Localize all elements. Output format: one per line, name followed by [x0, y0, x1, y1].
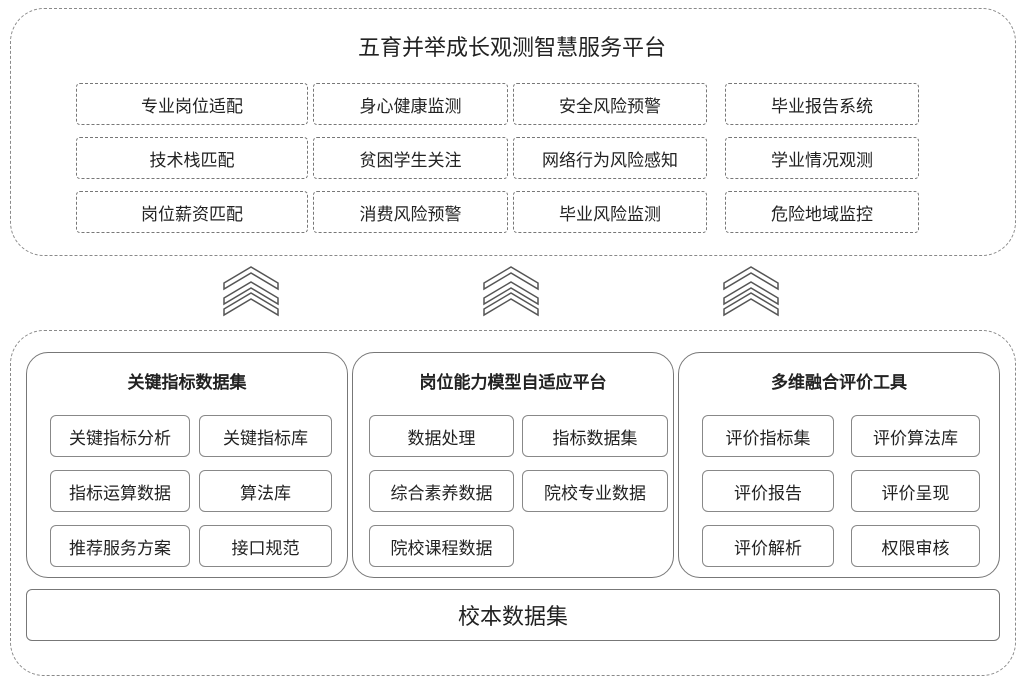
item-box: 评价呈现 [851, 470, 980, 512]
service-box: 专业岗位适配 [76, 83, 308, 125]
panel-title: 多维融合评价工具 [771, 373, 907, 393]
item-box: 院校专业数据 [522, 470, 668, 512]
up-chevron-icon [723, 266, 779, 317]
service-box: 岗位薪资匹配 [76, 191, 308, 233]
service-box: 毕业风险监测 [513, 191, 707, 233]
item-box: 关键指标库 [199, 415, 332, 457]
item-box: 权限审核 [851, 525, 980, 567]
base-dataset: 校本数据集 [26, 589, 1000, 641]
service-box: 消费风险预警 [313, 191, 508, 233]
item-box: 评价指标集 [702, 415, 834, 457]
panel-title: 岗位能力模型自适应平台 [419, 373, 607, 393]
service-box: 安全风险预警 [513, 83, 707, 125]
service-box: 贫困学生关注 [313, 137, 508, 179]
item-box: 算法库 [199, 470, 332, 512]
platform-title: 五育并举成长观测智慧服务平台 [357, 36, 666, 61]
service-box: 网络行为风险感知 [513, 137, 707, 179]
up-chevron-icon [483, 266, 539, 317]
service-box: 危险地域监控 [725, 191, 919, 233]
up-chevron-icon [223, 266, 279, 317]
panel-title: 关键指标数据集 [127, 373, 247, 393]
item-box: 关键指标分析 [50, 415, 190, 457]
top-platform-container [10, 8, 1016, 256]
item-box: 指标数据集 [522, 415, 668, 457]
item-box: 评价解析 [702, 525, 834, 567]
item-box: 评价算法库 [851, 415, 980, 457]
item-box: 推荐服务方案 [50, 525, 190, 567]
item-box: 综合素养数据 [369, 470, 514, 512]
item-box: 接口规范 [199, 525, 332, 567]
item-box: 院校课程数据 [369, 525, 514, 567]
service-box: 毕业报告系统 [725, 83, 919, 125]
item-box: 数据处理 [369, 415, 514, 457]
item-box: 评价报告 [702, 470, 834, 512]
service-box: 身心健康监测 [313, 83, 508, 125]
item-box: 指标运算数据 [50, 470, 190, 512]
bottom-foundation-container [10, 330, 1016, 676]
service-box: 技术栈匹配 [76, 137, 308, 179]
service-box: 学业情况观测 [725, 137, 919, 179]
